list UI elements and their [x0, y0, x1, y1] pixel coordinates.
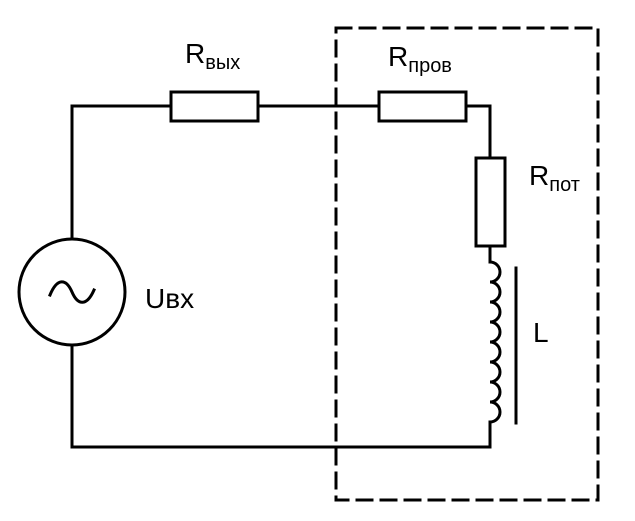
label-inductor: L [533, 317, 549, 348]
label-r-loss: Rпот [529, 160, 580, 196]
label-source: Uвх [145, 283, 194, 314]
inductor-coil [488, 260, 502, 424]
resistor-r-wire [377, 90, 468, 123]
dashed-enclosure [334, 26, 600, 502]
resistor-r-loss [474, 156, 507, 248]
ac-sine-icon [48, 280, 96, 304]
wires [70, 104, 492, 449]
ac-source [17, 237, 127, 347]
inductor [488, 260, 518, 425]
label-r-out: Rвых [185, 38, 240, 74]
label-r-wire: Rпров [388, 41, 452, 77]
resistor-r-out [169, 90, 260, 123]
ac-source-circle [17, 237, 127, 347]
